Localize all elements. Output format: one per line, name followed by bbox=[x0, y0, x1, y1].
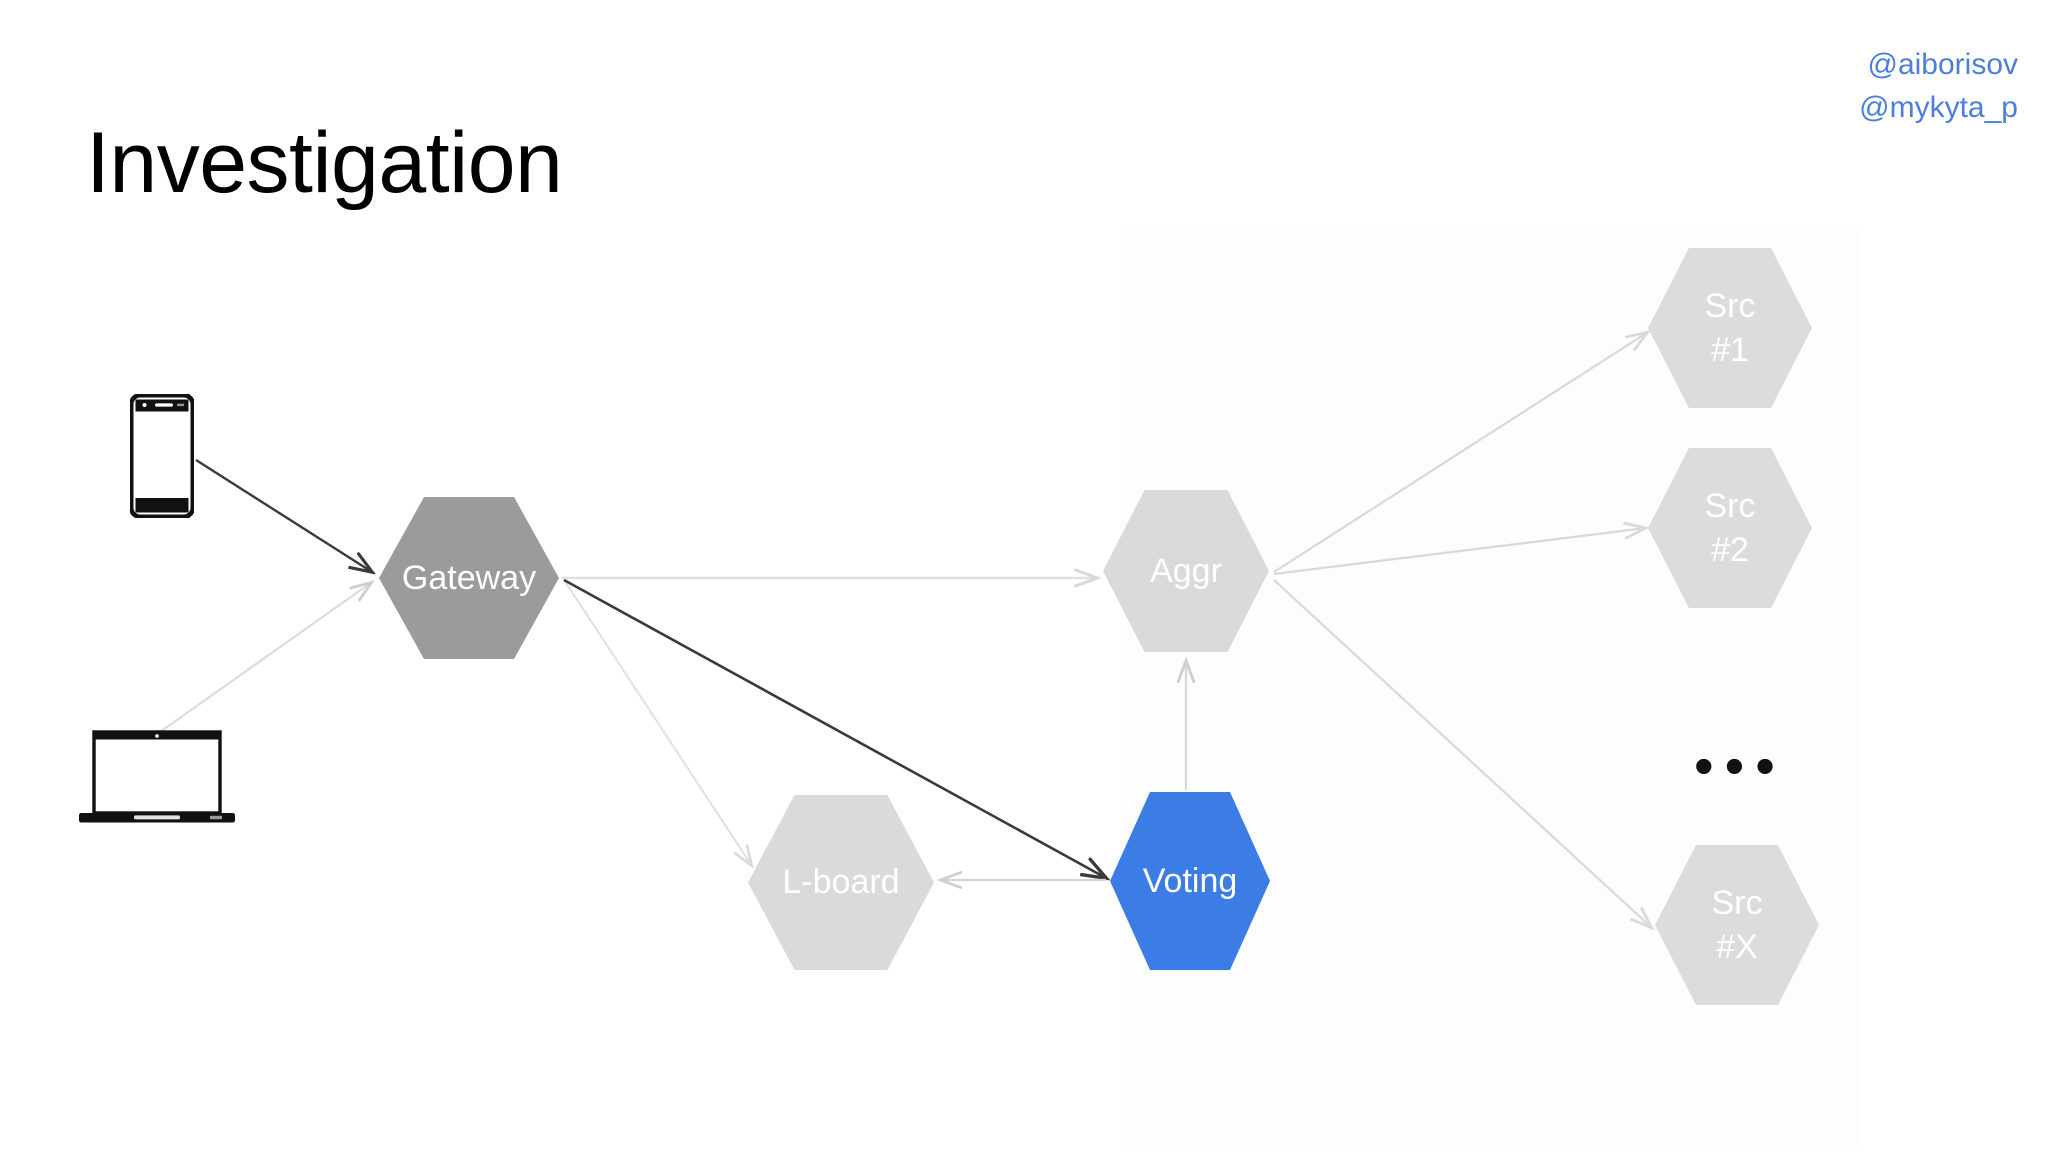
edge-aggr-src2 bbox=[1273, 528, 1646, 576]
node-src-x-line2: #X bbox=[1716, 928, 1758, 966]
node-src-2[interactable]: Src #2 bbox=[1648, 448, 1812, 608]
node-src-x-line1: Src bbox=[1711, 883, 1763, 922]
edge-gateway-lboard bbox=[563, 579, 752, 866]
handle-mykyta-p[interactable]: @mykyta_p bbox=[1859, 90, 2018, 124]
node-gateway-label: Gateway bbox=[401, 558, 537, 597]
node-src-1-line1: Src bbox=[1704, 286, 1756, 325]
node-lboard[interactable]: L-board bbox=[748, 795, 934, 970]
node-gateway[interactable]: Gateway bbox=[379, 497, 559, 659]
node-src-2-line1: Src bbox=[1704, 486, 1756, 525]
node-aggr-label: Aggr bbox=[1150, 551, 1222, 590]
edge-laptop-gateway bbox=[159, 582, 372, 733]
smartphone-icon bbox=[128, 392, 196, 520]
edge-gateway-voting bbox=[563, 578, 1106, 878]
node-lboard-label: L-board bbox=[782, 863, 900, 902]
ellipsis-indicator: ••• bbox=[1694, 734, 1786, 797]
page-title: Investigation bbox=[86, 115, 563, 211]
node-src-1-label: Src #1 bbox=[1701, 284, 1760, 372]
edge-aggr-srcx bbox=[1273, 579, 1652, 928]
node-src-x[interactable]: Src #X bbox=[1655, 845, 1819, 1005]
node-voting-label: Voting bbox=[1142, 861, 1238, 900]
handle-aiborisov[interactable]: @aiborisov bbox=[1867, 48, 2018, 81]
node-src-2-line2: #2 bbox=[1711, 531, 1749, 569]
edge-phone-gateway bbox=[195, 458, 372, 572]
laptop-icon bbox=[78, 730, 236, 830]
node-src-x-label: Src #X bbox=[1708, 881, 1767, 969]
author-handles: @aiborisov @mykyta_p bbox=[1859, 44, 2018, 129]
node-src-1[interactable]: Src #1 bbox=[1648, 248, 1812, 408]
edge-aggr-src1 bbox=[1273, 332, 1648, 573]
node-src-1-line2: #1 bbox=[1711, 331, 1749, 369]
node-src-2-label: Src #2 bbox=[1701, 484, 1760, 572]
